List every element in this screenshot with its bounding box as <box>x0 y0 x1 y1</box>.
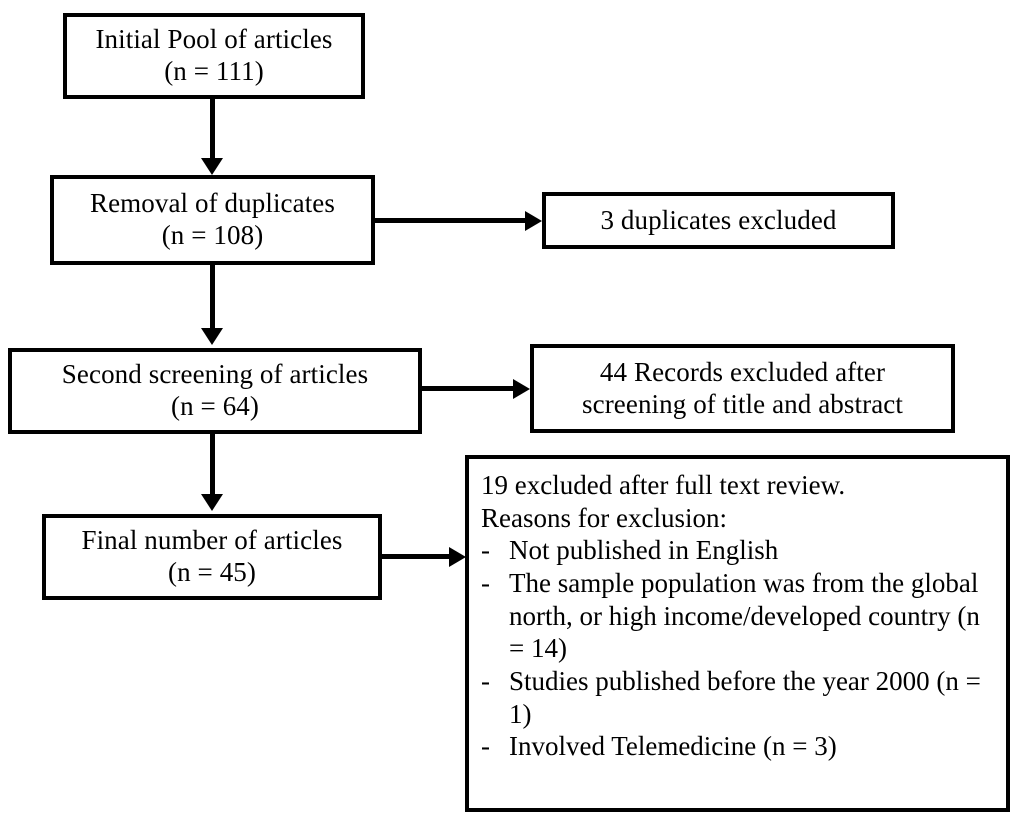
exclusion-reason-text: The sample population was from the globa… <box>509 567 980 664</box>
node-initial-pool-line2: (n = 111) <box>164 56 264 86</box>
exclusion-reason-item: - Involved Telemedicine (n = 3) <box>481 730 998 763</box>
node-records-excluded-line1: 44 Records excluded after <box>599 356 886 387</box>
bullet-marker-icon: - <box>481 535 490 566</box>
exclusion-reason-item: - Not published in English <box>481 534 998 567</box>
exclusion-reasons-heading-2: Reasons for exclusion: <box>481 502 727 533</box>
exclusion-reason-item: - The sample population was from the glo… <box>481 567 998 665</box>
connector-removal-to-duplicates-excluded <box>375 218 527 223</box>
node-exclusion-reasons: 19 excluded after full text review. Reas… <box>465 455 1010 812</box>
node-removal-of-duplicates: Removal of duplicates (n = 108) <box>50 175 375 265</box>
node-initial-pool: Initial Pool of articles (n = 111) <box>63 13 365 99</box>
node-second-screening-line1: Second screening of articles <box>61 359 369 390</box>
node-removal-of-duplicates-line2: (n = 108) <box>161 220 264 250</box>
arrowhead-final-to-exclusion-reasons <box>449 547 466 567</box>
exclusion-reasons-heading-1: 19 excluded after full text review. <box>481 470 846 500</box>
bullet-marker-icon: - <box>481 731 490 762</box>
connector-final-to-exclusion-reasons <box>382 554 452 559</box>
node-records-excluded-line2: screening of title and abstract <box>582 388 903 419</box>
arrowhead-second-screening-to-records-excluded <box>513 379 530 399</box>
node-initial-pool-line1: Initial Pool of articles <box>95 24 333 55</box>
arrowhead-second-screening-to-final <box>201 494 223 511</box>
node-records-excluded: 44 Records excluded after screening of t… <box>530 344 955 433</box>
exclusion-reason-text: Studies published before the year 2000 (… <box>509 665 981 729</box>
node-final-number-line2: (n = 45) <box>167 557 256 587</box>
node-final-number-line1: Final number of articles <box>81 525 343 556</box>
node-final-number-of-articles: Final number of articles (n = 45) <box>42 514 382 600</box>
connector-initial-to-removal <box>210 99 215 161</box>
exclusion-reason-text: Involved Telemedicine (n = 3) <box>509 731 837 762</box>
arrowhead-removal-to-second-screening <box>201 328 223 345</box>
bullet-marker-icon: - <box>481 567 490 598</box>
node-duplicates-excluded: 3 duplicates excluded <box>542 192 895 249</box>
connector-removal-to-second-screening <box>210 265 215 331</box>
node-second-screening: Second screening of articles (n = 64) <box>8 348 422 434</box>
exclusion-reason-text: Not published in English <box>509 535 779 566</box>
arrowhead-initial-to-removal <box>201 158 223 175</box>
node-removal-of-duplicates-line1: Removal of duplicates <box>89 188 336 219</box>
node-duplicates-excluded-line1: 3 duplicates excluded <box>600 204 837 235</box>
connector-second-screening-to-final <box>210 434 215 497</box>
bullet-marker-icon: - <box>481 665 490 696</box>
node-second-screening-line2: (n = 64) <box>170 391 259 421</box>
arrowhead-removal-to-duplicates-excluded <box>525 211 542 231</box>
connector-second-screening-to-records-excluded <box>422 386 515 391</box>
exclusion-reasons-list: - Not published in English - The sample … <box>481 534 998 763</box>
exclusion-reason-item: - Studies published before the year 2000… <box>481 665 998 730</box>
